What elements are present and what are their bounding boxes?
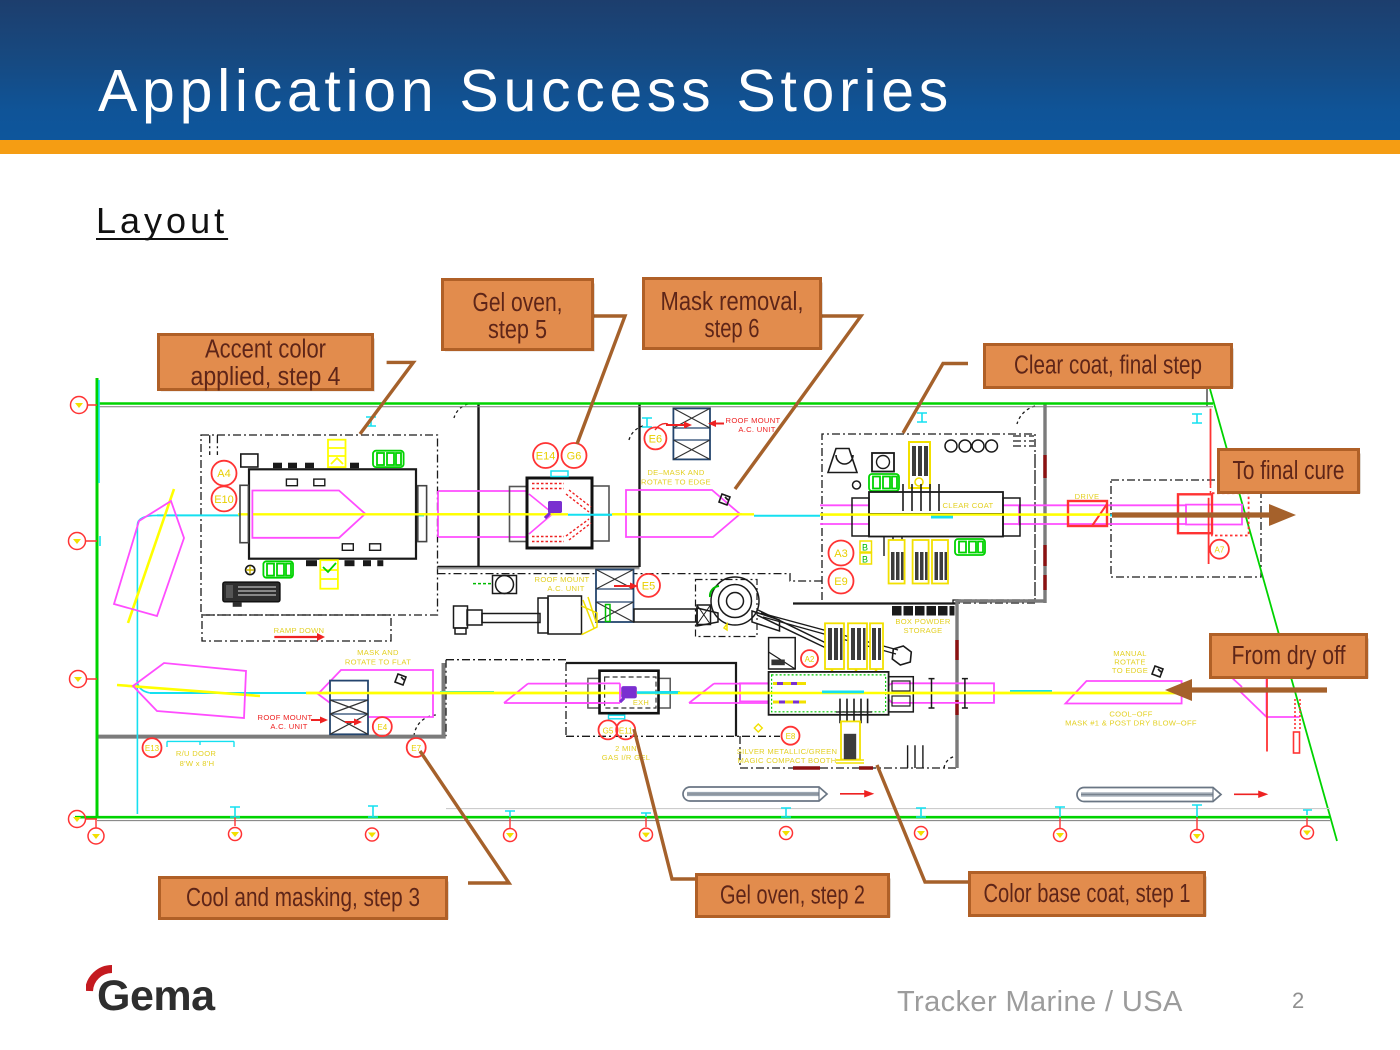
svg-text:E4: E4 bbox=[377, 723, 387, 732]
svg-text:EXH: EXH bbox=[633, 698, 649, 707]
svg-text:From dry off: From dry off bbox=[1232, 642, 1347, 670]
svg-text:GAS I/R GEL: GAS I/R GEL bbox=[602, 753, 650, 762]
svg-text:E6: E6 bbox=[649, 433, 662, 445]
svg-text:E7: E7 bbox=[411, 744, 421, 753]
svg-text:G5: G5 bbox=[603, 726, 614, 735]
svg-text:ROOF MOUNT: ROOF MOUNT bbox=[726, 416, 781, 425]
svg-text:Gel oven, step 2: Gel oven, step 2 bbox=[720, 882, 865, 910]
svg-text:E14: E14 bbox=[536, 451, 556, 463]
svg-text:Color base coat, step 1: Color base coat, step 1 bbox=[984, 880, 1191, 908]
svg-text:A3: A3 bbox=[834, 548, 847, 560]
svg-text:A.C. UNIT: A.C. UNIT bbox=[738, 425, 775, 434]
svg-text:MASK AND: MASK AND bbox=[357, 648, 399, 657]
svg-text:2 MIN: 2 MIN bbox=[615, 744, 637, 753]
svg-text:DRIVE: DRIVE bbox=[1075, 492, 1100, 501]
svg-text:E10: E10 bbox=[214, 494, 234, 506]
svg-text:COOL–OFF: COOL–OFF bbox=[1109, 710, 1152, 719]
svg-text:A4: A4 bbox=[217, 468, 230, 480]
svg-text:ROTATE TO EDGE: ROTATE TO EDGE bbox=[641, 478, 711, 487]
svg-text:E5: E5 bbox=[642, 580, 655, 592]
svg-text:MANUAL: MANUAL bbox=[1113, 649, 1146, 658]
svg-text:TO EDGE: TO EDGE bbox=[1112, 666, 1148, 675]
svg-text:ROOF MOUNT: ROOF MOUNT bbox=[258, 713, 313, 722]
svg-text:B: B bbox=[862, 555, 868, 565]
svg-text:RAMP DOWN: RAMP DOWN bbox=[274, 626, 325, 635]
svg-text:A7: A7 bbox=[1215, 546, 1225, 555]
svg-text:STORAGE: STORAGE bbox=[903, 626, 942, 635]
svg-text:step 6: step 6 bbox=[705, 315, 760, 343]
svg-text:To final cure: To final cure bbox=[1233, 457, 1345, 485]
svg-text:R/U DOOR: R/U DOOR bbox=[176, 749, 217, 758]
svg-text:G6: G6 bbox=[567, 451, 582, 463]
svg-text:Clear coat, final step: Clear coat, final step bbox=[1014, 352, 1202, 380]
svg-text:ROTATE: ROTATE bbox=[1114, 658, 1145, 667]
svg-text:B: B bbox=[862, 543, 868, 553]
svg-text:DE–MASK AND: DE–MASK AND bbox=[647, 468, 705, 477]
svg-text:Accent color: Accent color bbox=[205, 336, 326, 364]
svg-text:ROTATE TO FLAT: ROTATE TO FLAT bbox=[345, 658, 411, 667]
svg-text:E9: E9 bbox=[834, 576, 847, 588]
svg-text:E8: E8 bbox=[786, 732, 796, 741]
svg-text:BOX POWDER: BOX POWDER bbox=[895, 617, 951, 626]
svg-text:Cool and masking, step 3: Cool and masking, step 3 bbox=[186, 884, 420, 912]
svg-text:CLEAR COAT: CLEAR COAT bbox=[943, 501, 994, 510]
svg-text:Mask removal,: Mask removal, bbox=[661, 288, 804, 316]
svg-text:ROOF MOUNT: ROOF MOUNT bbox=[535, 575, 590, 584]
svg-text:E13: E13 bbox=[145, 744, 160, 753]
svg-text:A.C. UNIT: A.C. UNIT bbox=[270, 722, 307, 731]
svg-text:8'W x 8'H: 8'W x 8'H bbox=[180, 759, 215, 768]
svg-text:applied, step 4: applied, step 4 bbox=[191, 363, 341, 391]
svg-text:A2: A2 bbox=[805, 655, 815, 664]
svg-text:step 5: step 5 bbox=[488, 316, 547, 344]
svg-text:SILVER METALLIC/GREEN: SILVER METALLIC/GREEN bbox=[737, 747, 838, 756]
svg-text:MAGIC COMPACT BOOTH: MAGIC COMPACT BOOTH bbox=[737, 756, 836, 765]
svg-text:Gel oven,: Gel oven, bbox=[473, 289, 563, 317]
svg-text:MASK #1 & POST DRY BLOW–O: MASK #1 & POST DRY BLOW–OFF bbox=[1065, 719, 1197, 728]
svg-text:E11: E11 bbox=[619, 726, 633, 735]
svg-text:A.C. UNIT: A.C. UNIT bbox=[547, 584, 584, 593]
